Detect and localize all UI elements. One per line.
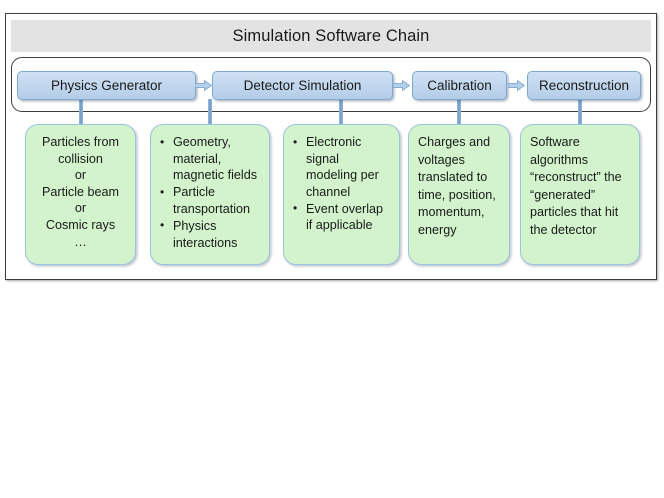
detail-line: collision [58, 151, 103, 166]
connector-line-1 [79, 99, 83, 126]
chain-step-label: Physics Generator [50, 78, 163, 93]
connector-line-5 [578, 99, 582, 126]
detail-box-digitization: Electronic signal modeling per channel E… [283, 124, 400, 265]
chain-step-label: Calibration [427, 78, 492, 93]
page-title: Simulation Software Chain [232, 26, 430, 45]
detail-box-calibration: Charges and voltages translated to time,… [408, 124, 510, 265]
detail-line: or [74, 201, 87, 216]
connector-line-2 [208, 99, 212, 126]
detail-line: or [74, 168, 87, 183]
detail-line: Particle beam [42, 184, 119, 199]
list-item: Physics interactions [160, 217, 262, 251]
detail-line: Particles from [42, 135, 119, 149]
arrow-right-icon [508, 80, 525, 91]
detail-text: Charges and voltages translated to time,… [418, 135, 496, 237]
connector-line-4 [457, 99, 461, 126]
connector-line-3 [339, 99, 343, 126]
detail-text: Software algorithms “reconstruct” the “g… [530, 135, 622, 237]
detail-bullet-list: Geometry, material, magnetic fields Part… [158, 134, 262, 251]
chain-step-reconstruction[interactable]: Reconstruction [527, 71, 641, 100]
detail-box-physics-generator: Particles from collision or Particle bea… [25, 124, 136, 265]
diagram-title-bar: Simulation Software Chain [11, 20, 651, 52]
list-item: Electronic signal modeling per channel [293, 133, 392, 200]
list-item: Geometry, material, magnetic fields [160, 134, 262, 184]
list-item: Particle transportation [160, 184, 262, 217]
chain-step-calibration[interactable]: Calibration [412, 71, 507, 100]
detail-line: … [74, 234, 87, 249]
detail-text: Particles from collision or Particle bea… [33, 134, 128, 250]
detail-box-detector-simulation: Geometry, material, magnetic fields Part… [150, 124, 270, 265]
detail-line: Cosmic rays [45, 217, 116, 232]
arrow-right-icon [393, 80, 410, 91]
detail-box-reconstruction: Software algorithms “reconstruct” the “g… [520, 124, 640, 265]
list-item: Event overlap if applicable [293, 200, 392, 234]
chain-step-label: Detector Simulation [243, 78, 362, 93]
chain-step-label: Reconstruction [538, 78, 630, 93]
chain-step-physics-generator[interactable]: Physics Generator [17, 71, 196, 100]
arrow-right-icon [195, 80, 212, 91]
chain-step-detector-simulation[interactable]: Detector Simulation [212, 71, 393, 100]
detail-bullet-list: Electronic signal modeling per channel E… [291, 133, 392, 234]
